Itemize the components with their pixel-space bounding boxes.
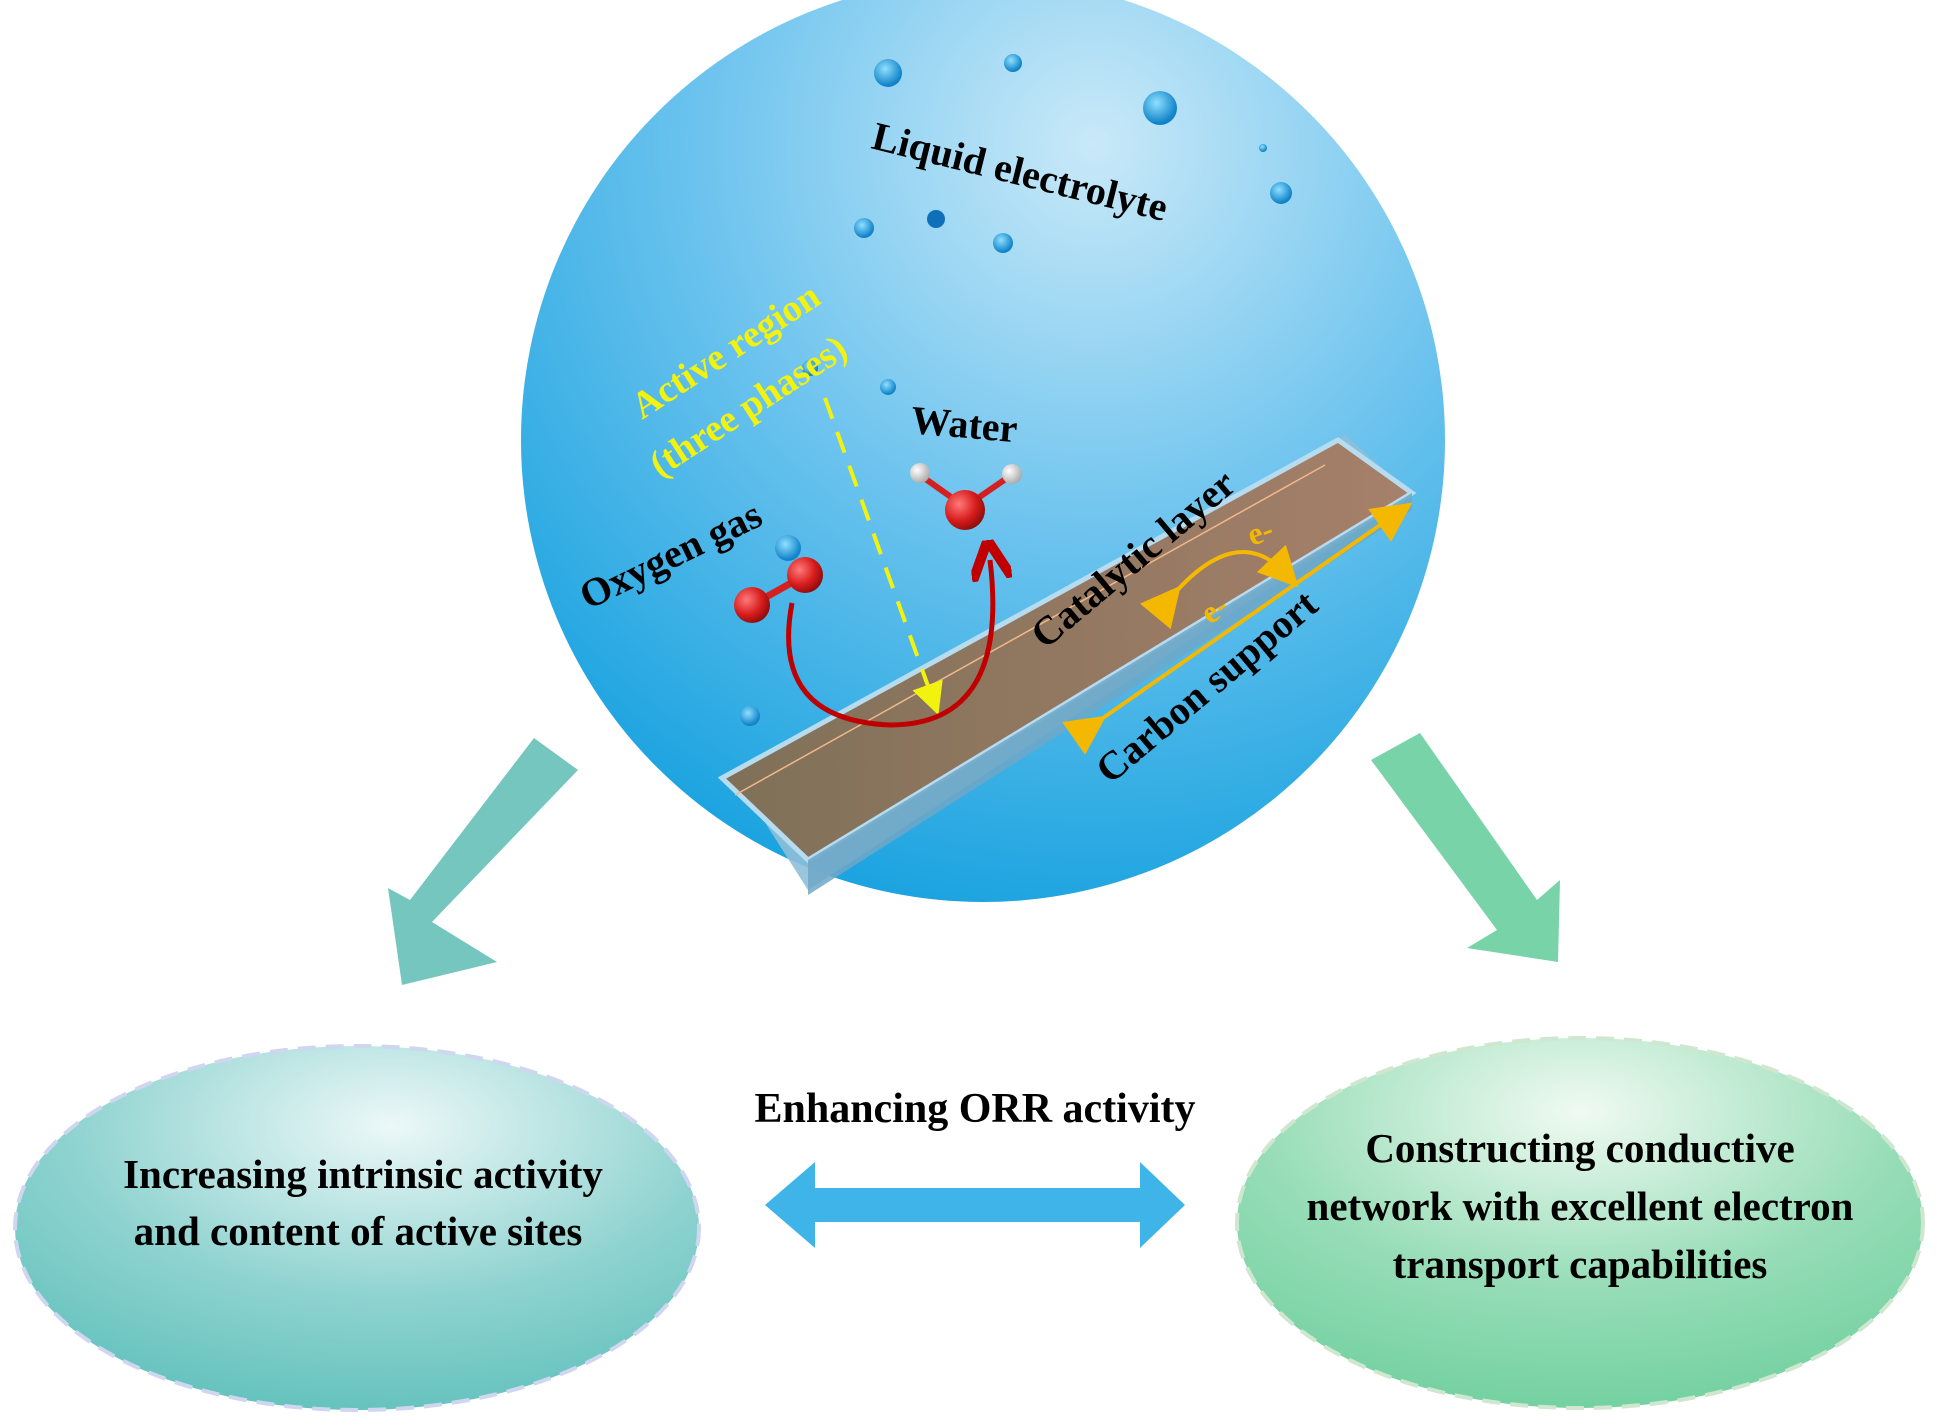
bubble-icon [993,233,1013,253]
bubble-icon [1270,182,1292,204]
left-down-arrow-icon [388,738,578,985]
reaction-arrow [786,560,993,728]
bubble-icon [927,210,945,228]
water-molecule-icon [910,463,1022,530]
bubble-icon [874,59,902,87]
electron-hop-arrow [1139,544,1299,630]
bubble-icon [1004,54,1022,72]
strategy-right: Constructing conductive network with exc… [1235,1036,1925,1410]
bubble-icon [740,706,760,726]
strategy-left: Increasing intrinsic activity and conten… [13,1044,701,1412]
left-strategy-line-1: Increasing intrinsic activity [123,1151,603,1197]
right-strategy-line-2: network with excellent electron [1307,1183,1854,1229]
center-title: Enhancing ORR activity [754,1086,1195,1132]
active-region-pointer [823,397,943,716]
bubble-icon [775,535,801,561]
double-arrow-icon [765,1162,1185,1248]
bubble-icon [880,379,896,395]
water-label: Water [909,397,1019,451]
electron-arrows [1062,502,1413,755]
left-strategy-oval [13,1044,701,1412]
right-strategy-oval [1235,1036,1925,1410]
bubble-icon [1259,144,1267,152]
bubble-icon [802,360,818,376]
bubble-icon [854,218,874,238]
right-strategy-line-3: transport capabilities [1393,1241,1768,1287]
bubbles [740,54,1292,726]
oxygen-molecule-icon [734,557,823,623]
right-strategy-line-1: Constructing conductive [1365,1125,1794,1171]
bubble-icon [1143,91,1177,125]
right-down-arrow-icon [1371,733,1560,962]
left-strategy-line-2: and content of active sites [134,1208,583,1254]
